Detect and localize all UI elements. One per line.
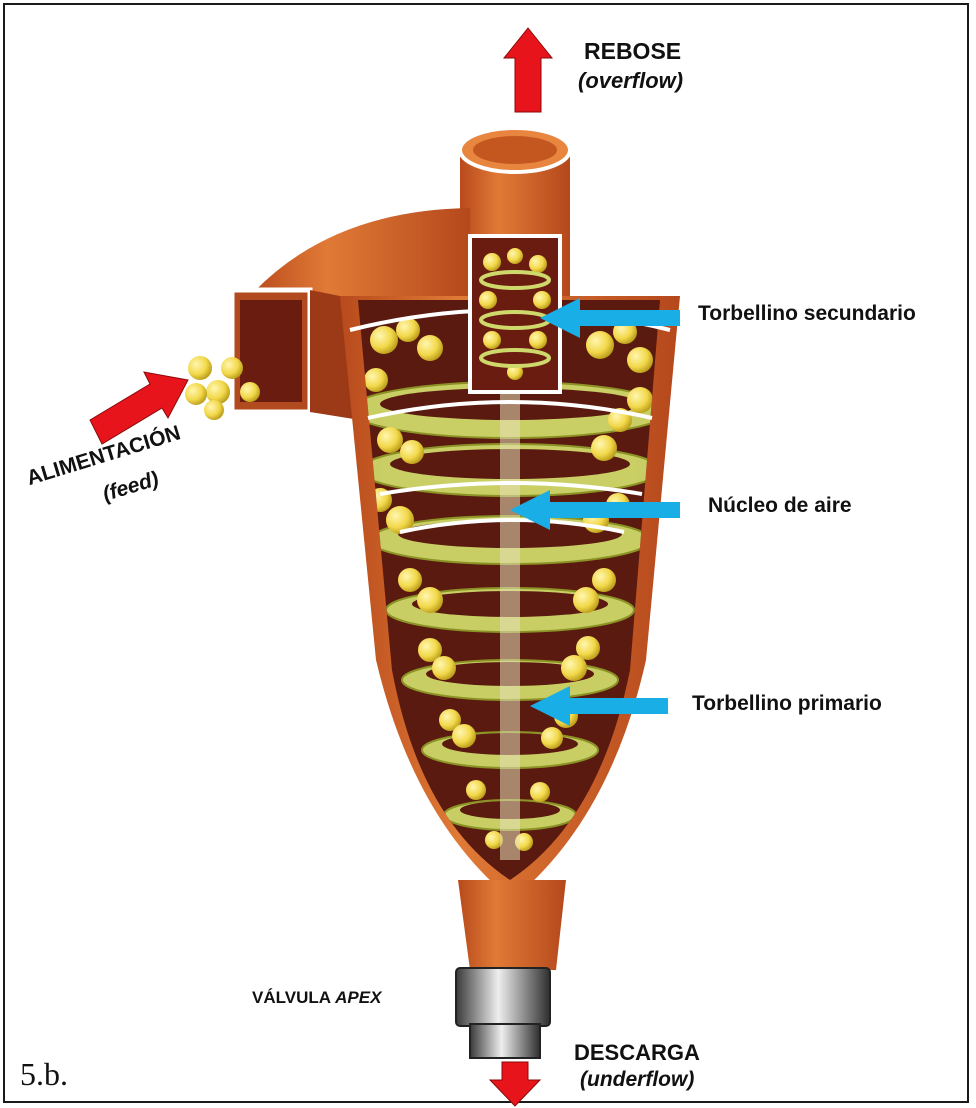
underflow-arrow [490,1062,540,1106]
overflow-arrow [504,28,552,112]
secondary-vortex-label: Torbellino secundario [698,302,916,326]
primary-vortex-label: Torbellino primario [692,692,882,716]
vortex-finder [470,236,560,392]
air-core-label: Núcleo de aire [708,494,852,518]
figure-label: 5.b. [20,1056,68,1093]
underflow-title: DESCARGA [574,1040,700,1066]
apex-valve-label: VÁLVULA APEX [252,988,381,1008]
overflow-subtitle: (overflow) [578,68,683,94]
overflow-title: REBOSE [584,38,681,65]
underflow-spigot [456,880,566,1058]
underflow-subtitle: (underflow) [580,1068,694,1092]
